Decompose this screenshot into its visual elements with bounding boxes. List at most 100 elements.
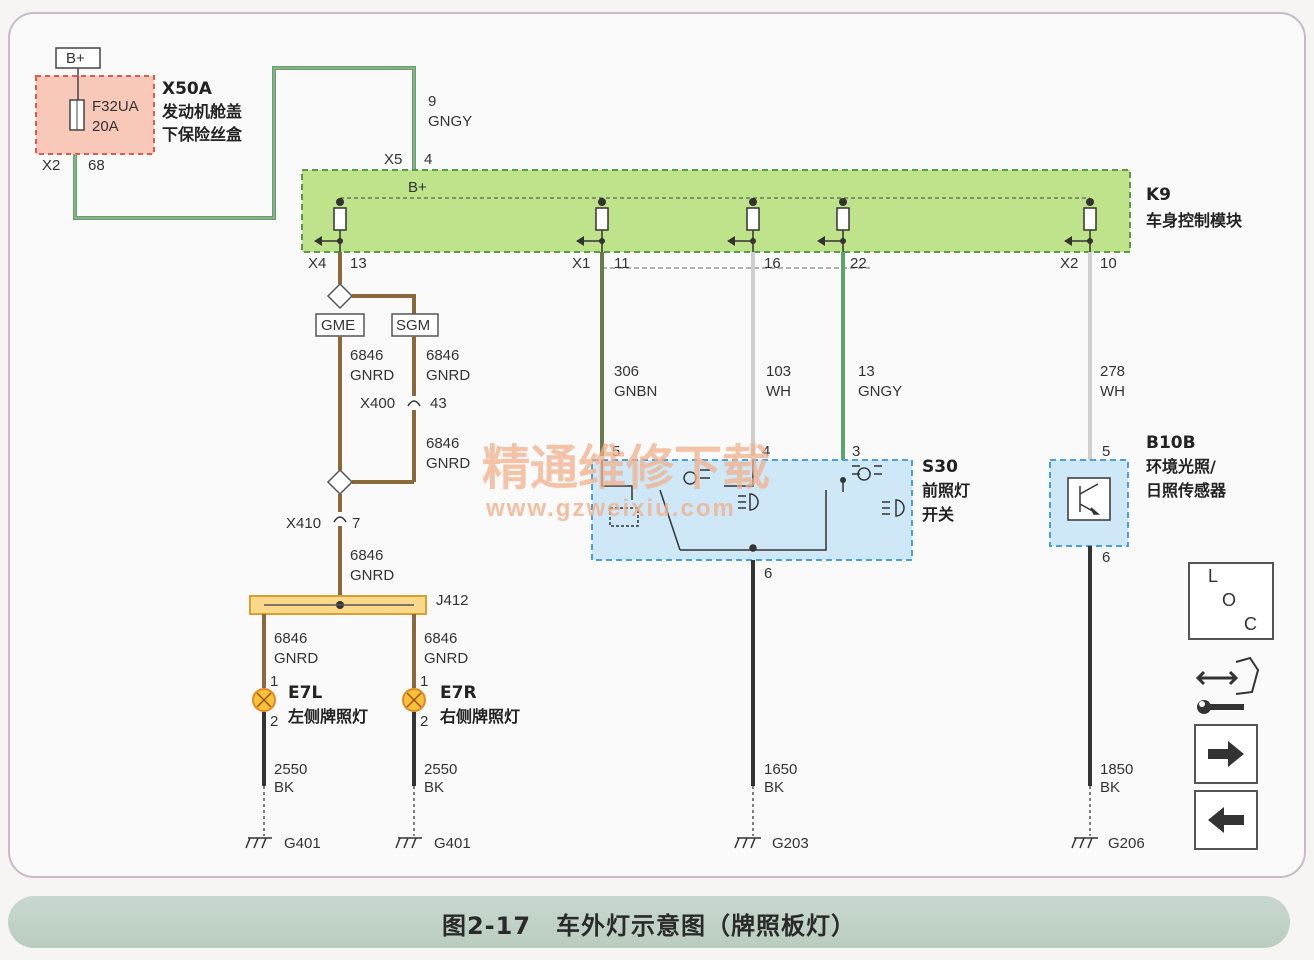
wire-278-color: WH	[1100, 383, 1125, 400]
wire-306-num: 306	[614, 363, 639, 380]
connector-x410-icon	[333, 516, 347, 523]
wire-6846-f-num: 6846	[424, 630, 457, 647]
sensor-desc2: 日照传感器	[1146, 481, 1227, 500]
wire-6846-c-color: GNRD	[426, 455, 470, 472]
sensor-pin5: 5	[1102, 443, 1110, 460]
switch-pin4: 4	[762, 443, 770, 460]
fusebox-x50a	[35, 75, 155, 155]
fuse-name: F32UA	[92, 98, 139, 115]
ground-symbol-2	[734, 837, 761, 849]
low-beam-icon	[882, 499, 905, 517]
bcm-pin3-num: 22	[850, 255, 867, 272]
splice-gme-label: GME	[321, 317, 355, 334]
prev-page-button[interactable]	[1194, 790, 1258, 850]
loc-l: L	[1208, 566, 1219, 586]
lamp-e7r-icon	[402, 688, 426, 712]
figure-caption: 图2-17 车外灯示意图（牌照板灯）	[441, 912, 857, 940]
lamp-left-name: E7L	[288, 683, 322, 703]
arrow-right-icon	[1208, 741, 1244, 767]
ground-sensor: G206	[1108, 835, 1145, 852]
phototransistor-icon	[1067, 477, 1111, 521]
lamp-right-color: BK	[424, 779, 444, 796]
switch-pin5: 5	[612, 443, 620, 460]
loc-panel[interactable]: L O C	[1188, 562, 1274, 640]
bcm-driver-3	[817, 198, 850, 252]
switch-desc1: 前照灯	[922, 481, 970, 500]
wire-6846-a-num: 6846	[350, 347, 383, 364]
wire-6846-e-color: GNRD	[274, 650, 318, 667]
bcm-driver-4	[1064, 198, 1097, 252]
wire-13-color: GNGY	[858, 383, 902, 400]
wire-top-conn: X5	[384, 151, 402, 168]
wire-6846-c-num: 6846	[426, 435, 459, 452]
switch-pin6: 6	[764, 565, 772, 582]
bcm-desc: 车身控制模块	[1146, 211, 1243, 230]
wire-top-pin: 9	[428, 93, 436, 110]
parking-light-icon	[683, 469, 710, 485]
wire-103-num: 103	[766, 363, 791, 380]
wire-6846-a-color: GNRD	[350, 367, 394, 384]
caption-bar: 图2-17 车外灯示意图（牌照板灯）	[8, 896, 1290, 948]
sensor-desc1: 环境光照/	[1146, 457, 1216, 476]
lamp-right-p1: 1	[420, 673, 428, 690]
bcm-pin0-conn: X4	[308, 255, 326, 272]
bcm-pin4-num: 10	[1100, 255, 1117, 272]
wire-6846-d-color: GNRD	[350, 567, 394, 584]
switch-name: S30	[922, 457, 958, 477]
fusebox-bplus-label: B+	[66, 50, 85, 67]
wire-6846-b-color: GNRD	[426, 367, 470, 384]
switch-wire: 1650	[764, 761, 797, 778]
conn-x410-pin: 7	[352, 515, 360, 532]
sensor-wire-color: BK	[1100, 779, 1120, 796]
parking-lamp-icon-right	[852, 465, 882, 481]
ground-symbol-0	[245, 837, 272, 849]
bcm-k9	[301, 169, 1131, 253]
wire-278-num: 278	[1100, 363, 1125, 380]
wiring-diagram: B+ F32UA 20A X50A 发动机舱盖 下保险丝盒 X2 68 9 GN…	[35, 47, 1243, 852]
bcm-pin0-num: 13	[350, 255, 367, 272]
lamp-right-wire: 2550	[424, 761, 457, 778]
fusebox-desc1: 发动机舱盖	[161, 102, 242, 121]
bcm-pin1-num: 11	[614, 255, 630, 272]
ground-symbol-1	[395, 837, 422, 849]
wire-top-color: GNGY	[428, 113, 472, 130]
next-page-button[interactable]	[1194, 724, 1258, 784]
wire-306-color: GNBN	[614, 383, 657, 400]
conn-x400: X400	[360, 395, 395, 412]
fusebox-pin: 68	[88, 157, 105, 174]
wire-13-num: 13	[858, 363, 875, 380]
sensor-wire: 1850	[1100, 761, 1133, 778]
fusebox-name: X50A	[162, 79, 213, 99]
splice-j412-label: J412	[436, 592, 469, 609]
bcm-drivers	[314, 198, 1097, 252]
loc-c: C	[1244, 614, 1257, 634]
lamp-left-color: BK	[274, 779, 294, 796]
fusebox-conn: X2	[42, 157, 60, 174]
sensor-name: B10B	[1146, 433, 1196, 453]
wire-103-color: WH	[766, 383, 791, 400]
wire-top-conn-pin: 4	[424, 151, 432, 168]
switch-pin3: 3	[852, 443, 860, 460]
fusebox-desc2: 下保险丝盒	[162, 125, 243, 144]
bcm-pin4-conn: X2	[1060, 255, 1078, 272]
arrow-left-icon	[1208, 807, 1244, 833]
bcm-pin2-num: 16	[764, 255, 781, 272]
bcm-bplus: B+	[408, 179, 427, 196]
splice-diamond-top	[326, 282, 354, 310]
switch-contacts	[601, 460, 844, 552]
lamp-right-p2: 2	[420, 713, 428, 730]
bcm-driver-2	[727, 198, 760, 252]
bcm-pin1-conn: X1	[572, 255, 590, 272]
ground-symbol-3	[1071, 837, 1098, 849]
lamp-right-desc: 右侧牌照灯	[440, 707, 520, 726]
ground-left: G401	[284, 835, 321, 852]
ground-switch: G203	[772, 835, 809, 852]
bcm-driver-0	[314, 198, 347, 252]
connector-arrows-icon	[1195, 656, 1260, 695]
lamp-left-p2: 2	[270, 713, 278, 730]
fuse-amp: 20A	[92, 118, 119, 135]
wire-6846-b-num: 6846	[426, 347, 459, 364]
watermark-cn: 精通维修下载	[482, 440, 770, 496]
connector-view-button[interactable]	[1192, 654, 1266, 718]
sensor-pin6: 6	[1102, 549, 1110, 566]
